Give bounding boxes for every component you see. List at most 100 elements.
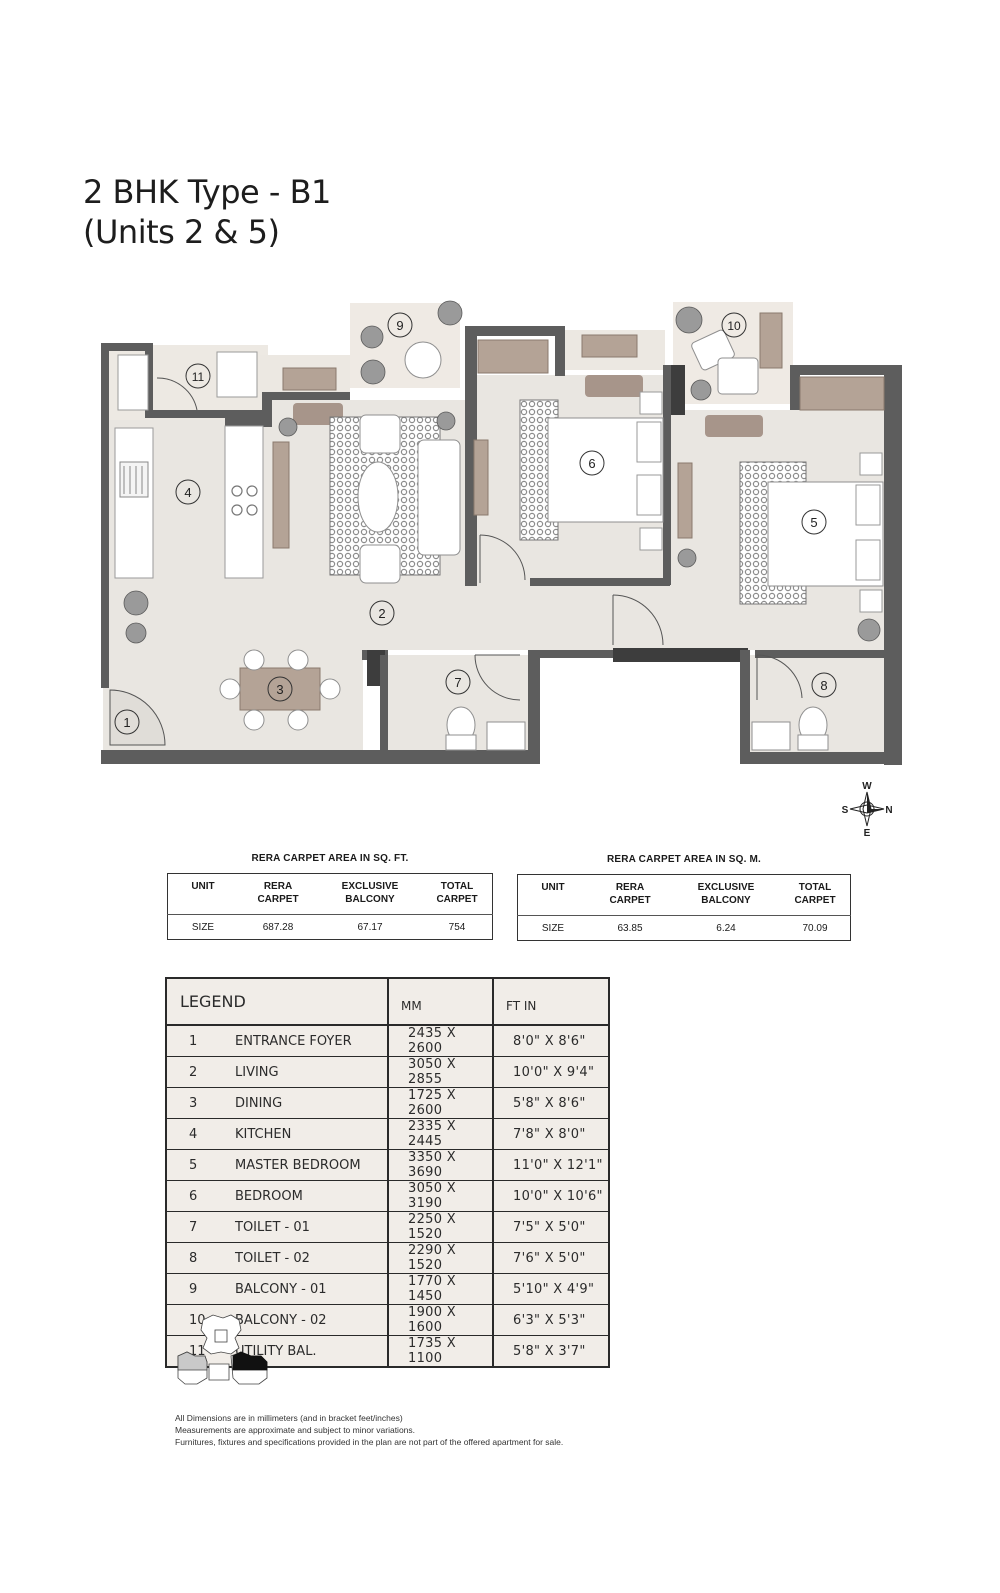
legend-row-number: 7 bbox=[189, 1219, 198, 1235]
legend-row-mm: 3050 X 2855 bbox=[388, 1056, 494, 1088]
area-sqft-balcony: 67.17 bbox=[357, 922, 383, 933]
area-sqm-table: UNIT RERA CARPET EXCLUSIVE BALCONY TOTAL… bbox=[517, 874, 851, 941]
legend-row-mm: 2335 X 2445 bbox=[388, 1118, 494, 1150]
area-sqm-total: 70.09 bbox=[802, 923, 828, 934]
room-marker-3: 3 bbox=[267, 676, 293, 702]
area-sqft-header-total: TOTAL CARPET bbox=[422, 873, 493, 915]
legend-row-mm: 2290 X 1520 bbox=[388, 1242, 494, 1274]
legend-row-ft: 5'10" X 4'9" bbox=[493, 1273, 609, 1305]
legend-row-ft: 8'0" X 8'6" bbox=[493, 1025, 609, 1057]
legend-row: 7 TOILET - 01 2250 X 1520 7'5" X 5'0" bbox=[166, 1211, 609, 1243]
room-marker-9: 9 bbox=[387, 312, 413, 338]
walls bbox=[101, 326, 902, 765]
legend-row-number: 2 bbox=[189, 1064, 198, 1080]
key-plan-icon bbox=[177, 1314, 268, 1385]
legend-row-name: MASTER BEDROOM bbox=[235, 1157, 361, 1173]
svg-text:8: 8 bbox=[820, 678, 827, 693]
legend-row-mm: 1900 X 1600 bbox=[388, 1304, 494, 1336]
area-sqft-header-balcony: EXCLUSIVE BALCONY bbox=[318, 873, 422, 915]
legend-row-name: UTILITY BAL. bbox=[235, 1343, 317, 1359]
legend-row-number: 1 bbox=[189, 1033, 198, 1049]
legend-row-mm: 3050 X 3190 bbox=[388, 1180, 494, 1212]
legend-row-ft: 5'8" X 3'7" bbox=[513, 1343, 586, 1359]
title-line-1: 2 BHK Type - B1 bbox=[83, 173, 331, 211]
floor-plan: 1 2 3 4 5 6 7 8 9 10 11 bbox=[101, 300, 902, 765]
balcony-furniture bbox=[404, 329, 759, 395]
area-sqm-header-unit: UNIT bbox=[517, 874, 588, 916]
area-sqft-rera: 687.28 bbox=[262, 922, 294, 933]
legend-row-ft: 7'6" X 5'0" bbox=[493, 1242, 609, 1274]
wardrobes bbox=[272, 312, 885, 549]
legend-header-legend: LEGEND bbox=[166, 978, 389, 1026]
legend-row-mm: 1735 X 1100 bbox=[388, 1335, 494, 1367]
legend-row: 2 LIVING 3050 X 2855 10'0" X 9'4" bbox=[166, 1056, 609, 1088]
compass-s: S bbox=[842, 805, 849, 816]
svg-text:9: 9 bbox=[396, 318, 403, 333]
legend-row-ft: 7'8" X 8'0" bbox=[493, 1118, 609, 1150]
area-sqm-header-balcony: EXCLUSIVE BALCONY bbox=[672, 874, 780, 916]
legend-row-number: 10 bbox=[189, 1312, 206, 1328]
compass-w: W bbox=[862, 781, 872, 792]
title-line-2: (Units 2 & 5) bbox=[83, 213, 280, 251]
room-marker-10: 10 bbox=[721, 312, 747, 338]
kitchen-counters bbox=[114, 351, 264, 579]
legend-row-mm: 2250 X 1520 bbox=[388, 1211, 494, 1243]
legend-row-number: 4 bbox=[189, 1126, 198, 1142]
area-sqft-table: UNIT RERA CARPET EXCLUSIVE BALCONY TOTAL… bbox=[167, 873, 493, 940]
svg-text:4: 4 bbox=[184, 485, 191, 500]
legend-row-mm: 1770 X 1450 bbox=[388, 1273, 494, 1305]
sink-icon bbox=[119, 461, 149, 498]
legend-row-ft: 7'5" X 5'0" bbox=[493, 1211, 609, 1243]
area-sqm-balcony: 6.24 bbox=[716, 923, 736, 934]
compass-icon: W S N E bbox=[842, 781, 893, 839]
legend-row-ft: 5'8" X 8'6" bbox=[493, 1087, 609, 1119]
svg-text:7: 7 bbox=[454, 675, 461, 690]
room-marker-5: 5 bbox=[801, 509, 827, 535]
svg-text:3: 3 bbox=[276, 682, 283, 697]
legend-row-ft: 6'3" X 5'3" bbox=[493, 1304, 609, 1336]
svg-text:1: 1 bbox=[123, 715, 130, 730]
legend-row-name: TOILET - 01 bbox=[235, 1219, 310, 1235]
room-marker-4: 4 bbox=[175, 479, 201, 505]
room-marker-7: 7 bbox=[445, 669, 471, 695]
door-swings bbox=[109, 377, 803, 746]
legend-row-number: 6 bbox=[189, 1188, 198, 1204]
legend-header-mm: MM bbox=[388, 978, 494, 1026]
legend-row-number: 3 bbox=[189, 1095, 198, 1111]
legend-row-name: KITCHEN bbox=[235, 1126, 292, 1142]
legend-row-name: LIVING bbox=[235, 1064, 279, 1080]
area-sqft-size: SIZE bbox=[191, 922, 215, 933]
area-sqm-caption: RERA CARPET AREA IN SQ. M. bbox=[606, 854, 762, 865]
area-sqm-rera: 63.85 bbox=[617, 923, 643, 934]
area-sqm-size: SIZE bbox=[541, 923, 565, 934]
living-furniture bbox=[357, 414, 461, 584]
svg-text:11: 11 bbox=[192, 370, 205, 384]
page-title: 2 BHK Type - B1 (Units 2 & 5) bbox=[83, 172, 331, 252]
area-sqft-caption: RERA CARPET AREA IN SQ. FT. bbox=[251, 853, 409, 864]
area-sqm-header-rera: RERA CARPET bbox=[588, 874, 672, 916]
footnote-line: All Dimensions are in millimeters (and i… bbox=[175, 1413, 403, 1423]
footnotes: All Dimensions are in millimeters (and i… bbox=[175, 1412, 563, 1448]
legend-row-ft: 10'0" X 9'4" bbox=[493, 1056, 609, 1088]
bed-5 bbox=[767, 452, 884, 613]
compass-n: N bbox=[885, 805, 892, 816]
bed-6 bbox=[547, 391, 664, 551]
svg-text:6: 6 bbox=[588, 456, 595, 471]
dining-table bbox=[219, 649, 341, 731]
legend-row-mm: 1725 X 2600 bbox=[388, 1087, 494, 1119]
svg-text:10: 10 bbox=[727, 319, 741, 333]
room-marker-8: 8 bbox=[811, 672, 837, 698]
legend-header-ftin: FT IN bbox=[493, 978, 609, 1026]
area-sqft-header-rera: RERA CARPET bbox=[238, 873, 318, 915]
legend-row-name: TOILET - 02 bbox=[235, 1250, 310, 1266]
legend-row-name: BALCONY - 01 bbox=[235, 1281, 327, 1297]
area-sqft-block: RERA CARPET AREA IN SQ. FT. UNIT RERA CA… bbox=[167, 853, 493, 940]
